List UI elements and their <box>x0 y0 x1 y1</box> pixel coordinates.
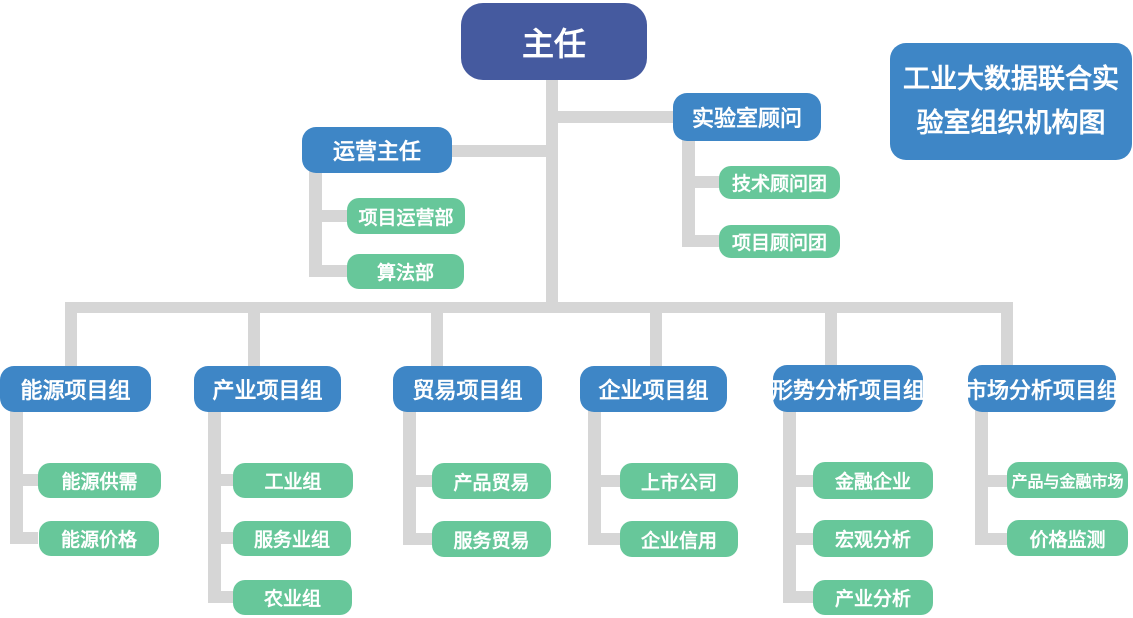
connector <box>309 170 322 277</box>
connector <box>796 591 813 603</box>
connector <box>650 308 662 366</box>
node-industrial-group: 工业组 <box>233 463 353 498</box>
connector <box>783 410 796 603</box>
node-group-enterprise: 企业项目组 <box>580 366 727 412</box>
node-project-advisory-team: 项目顾问团 <box>719 225 840 258</box>
connector <box>416 475 432 487</box>
connector <box>601 533 620 545</box>
connector <box>248 308 260 366</box>
node-director: 主任 <box>461 3 647 80</box>
node-macro-analysis: 宏观分析 <box>813 520 933 557</box>
node-price-monitoring: 价格监测 <box>1007 520 1128 556</box>
node-lab-advisor: 实验室顾问 <box>673 93 821 141</box>
connector <box>1001 308 1013 366</box>
node-listed-companies: 上市公司 <box>620 463 738 499</box>
connector <box>988 475 1007 487</box>
connector <box>588 410 601 545</box>
connector <box>431 308 443 366</box>
node-operations-director: 运营主任 <box>302 127 452 173</box>
node-group-trade: 贸易项目组 <box>393 366 542 412</box>
connector <box>546 79 558 309</box>
connector <box>796 533 813 545</box>
node-energy-supply-demand: 能源供需 <box>38 463 161 498</box>
connector <box>450 145 552 157</box>
connector <box>65 302 1013 313</box>
node-group-industry: 产业项目组 <box>194 366 341 412</box>
node-tech-advisory-team: 技术顾问团 <box>719 166 840 199</box>
node-algorithm-dept: 算法部 <box>347 254 464 289</box>
node-group-energy: 能源项目组 <box>0 366 151 412</box>
connector <box>23 532 38 544</box>
node-industry-analysis: 产业分析 <box>813 580 933 615</box>
connector <box>10 410 23 544</box>
connector <box>825 308 837 366</box>
node-financial-enterprises: 金融企业 <box>813 462 933 499</box>
node-product-trade: 产品贸易 <box>432 463 551 499</box>
node-group-market-analysis: 市场分析项目组 <box>965 365 1119 412</box>
node-service-industry-group: 服务业组 <box>233 521 351 556</box>
connector <box>796 475 813 487</box>
connector <box>221 591 233 603</box>
node-product-financial-market: 产品与金融市场 <box>1007 462 1128 498</box>
connector <box>322 210 348 222</box>
connector <box>988 533 1007 545</box>
connector <box>695 176 720 188</box>
connector <box>695 235 720 247</box>
connector <box>551 111 675 123</box>
connector <box>322 265 348 277</box>
connector <box>601 475 620 487</box>
node-agriculture-group: 农业组 <box>233 580 352 615</box>
node-group-situation-analysis: 形势分析项目组 <box>771 365 925 412</box>
node-service-trade: 服务贸易 <box>432 521 551 557</box>
connector <box>403 410 416 545</box>
connector <box>208 410 221 603</box>
connector <box>682 139 695 247</box>
org-chart-title: 工业大数据联合实验室组织机构图 <box>890 43 1132 160</box>
connector <box>975 410 988 545</box>
connector <box>221 474 233 486</box>
node-energy-price: 能源价格 <box>39 521 159 556</box>
node-project-operations-dept: 项目运营部 <box>347 198 465 234</box>
connector <box>416 533 432 545</box>
connector <box>65 308 77 366</box>
connector <box>23 474 38 486</box>
connector <box>221 532 233 544</box>
node-enterprise-credit: 企业信用 <box>620 521 738 557</box>
